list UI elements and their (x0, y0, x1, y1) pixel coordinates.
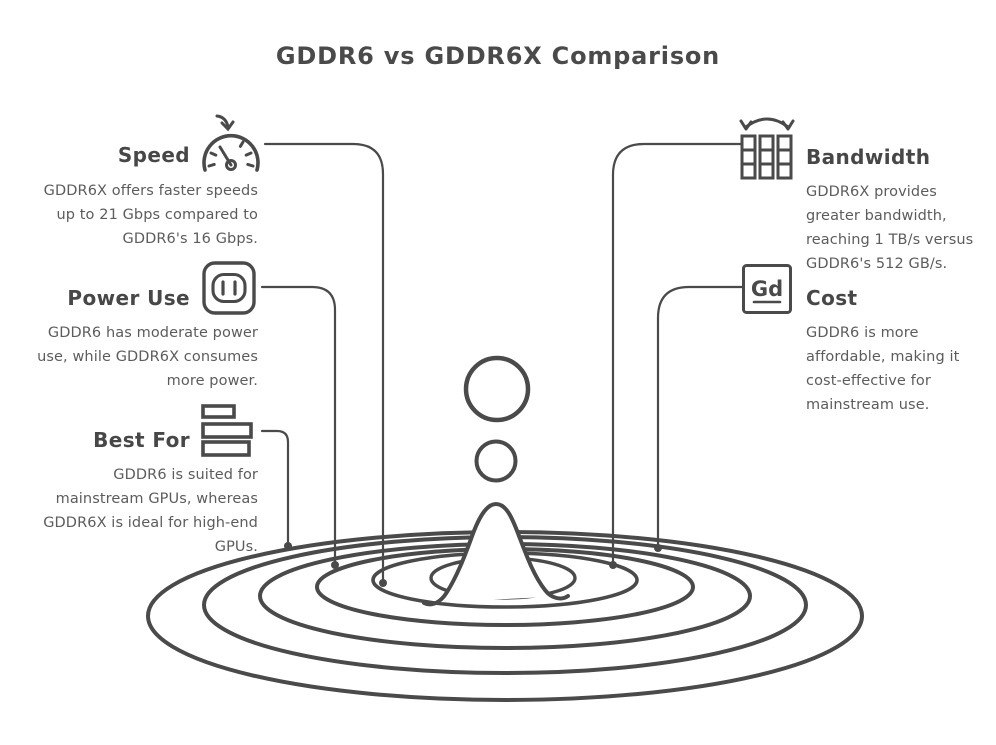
gd-icon-label: Gd (751, 277, 783, 301)
speed-connector-line (263, 142, 385, 585)
speed-description: GDDR6X offers faster speeds up to 21 Gbp… (43, 183, 258, 248)
best-for-connector-line (260, 429, 290, 548)
bandwidth-connector-line (611, 142, 743, 567)
small-droplet-bubble (474, 439, 518, 483)
page-title: GDDR6 vs GDDR6X Comparison (275, 42, 721, 70)
callout-connectors (260, 142, 745, 585)
bandwidth-description: GDDR6X provides greater bandwidth, reach… (806, 184, 974, 273)
large-droplet-bubble (463, 355, 531, 423)
best-for-heading: Best For (93, 428, 190, 452)
power-use-heading: Power Use (67, 286, 190, 310)
splash-peak (422, 502, 570, 607)
gd-price-tag-icon: Gd (741, 263, 793, 315)
power-use-connector-line (260, 285, 337, 567)
power-use-description: GDDR6 has moderate power use, while GDDR… (37, 325, 258, 390)
speedometer-icon (197, 112, 265, 182)
cost-heading: Cost (806, 286, 858, 310)
best-for-description: GDDR6 is suited for mainstream GPUs, whe… (43, 467, 258, 556)
memory-banks-icon (739, 108, 795, 188)
list-bars-icon (201, 403, 255, 461)
bandwidth-heading: Bandwidth (806, 145, 931, 169)
power-outlet-icon (201, 260, 257, 316)
cost-connector-line (656, 285, 745, 550)
connector-end-dots (284, 542, 662, 587)
cost-description: GDDR6 is more affordable, making it cost… (806, 325, 960, 414)
speed-heading: Speed (117, 143, 190, 167)
